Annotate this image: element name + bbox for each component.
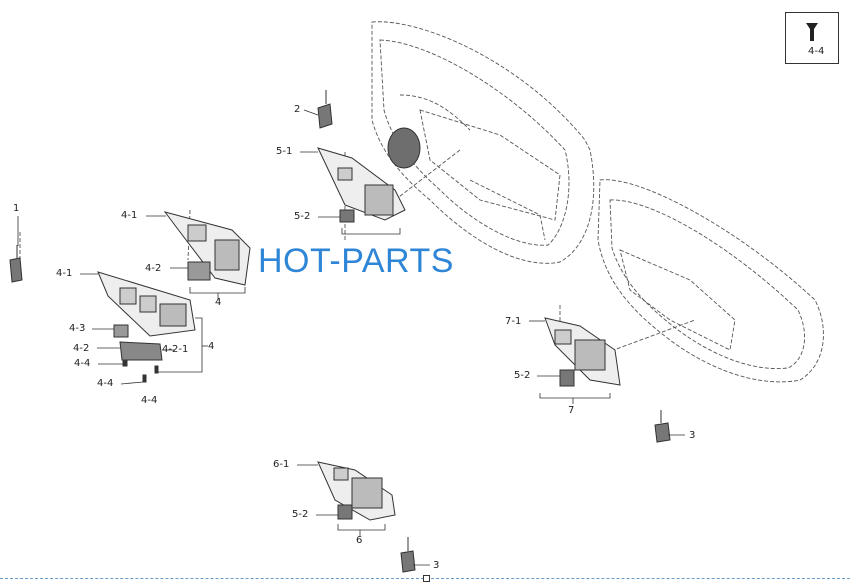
connector-3-lower [400,550,416,573]
resize-handle[interactable] [423,575,430,582]
callout-4-1-lower: 4-1 [56,268,73,279]
callout-4-2-lower: 4-2 [73,343,90,354]
connector-3-upper [654,422,671,443]
callout-4-lower: 4 [208,341,215,352]
watermark-text: HOT-PARTS [258,242,454,280]
switch-5-2-upper [339,209,355,223]
callout-7-1: 7-1 [505,316,522,327]
front-door-trim-panel [371,21,595,264]
callout-4-1-upper: 4-1 [121,210,138,221]
callout-1: 1 [13,203,20,214]
callout-3-upper: 3 [689,430,696,441]
callout-3-lower: 3 [433,560,440,571]
callout-4-2-1: 4-2-1 [162,344,189,355]
callout-4-3: 4-3 [69,323,86,334]
callout-5-2-c: 5-2 [292,509,309,520]
screw-icon [806,23,818,41]
connector-1 [9,257,23,283]
connector-2 [317,103,333,129]
callout-5-2-a: 5-2 [294,211,311,222]
speaker-grille [387,127,421,169]
switch-4-3 [113,324,129,338]
callout-2: 2 [294,104,301,115]
legend-label: 4-4 [808,46,825,57]
switch-5-2-lower [337,504,353,520]
callout-5-2-b: 5-2 [514,370,531,381]
callout-4-2-upper: 4-2 [145,263,162,274]
callout-6: 6 [356,535,363,546]
legend-box: 4-4 [785,12,839,64]
callout-7: 7 [568,405,575,416]
switch-4-2 [187,261,211,281]
callout-6-1: 6-1 [273,459,290,470]
callout-5-1: 5-1 [276,146,293,157]
callout-4-4-c: 4-4 [141,395,158,406]
rear-door-trim-panel [597,179,824,383]
switch-5-2-rear [559,369,575,387]
switch-block-4-2 [119,341,163,361]
callout-4-4-b: 4-4 [97,378,114,389]
callout-4-4-a: 4-4 [74,358,91,369]
callout-4-upper: 4 [215,297,222,308]
